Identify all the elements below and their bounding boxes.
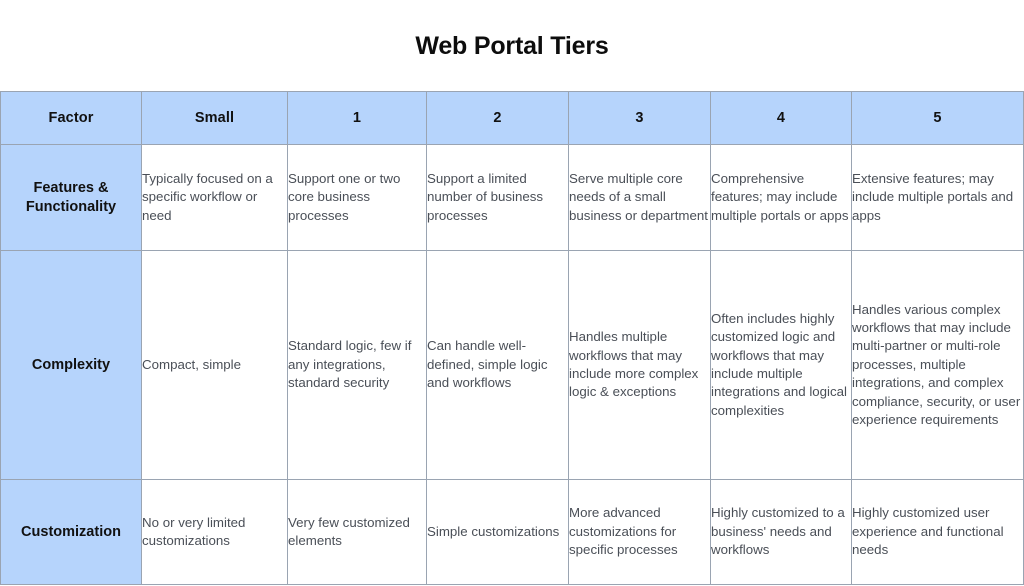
row-label-customization: Customization (0, 479, 142, 585)
web-portal-tiers-table: Factor Small 1 2 3 4 5 Features & Functi… (0, 91, 1024, 585)
cell-customization-2: Simple customizations (426, 479, 569, 585)
cell-complexity-4: Often includes highly customized logic a… (710, 250, 852, 480)
column-header-2: 2 (426, 91, 569, 145)
table-body: Features & Functionality Typically focus… (0, 144, 1024, 585)
row-label-features-functionality: Features & Functionality (0, 144, 142, 251)
cell-complexity-5: Handles various complex workflows that m… (851, 250, 1024, 480)
column-header-3: 3 (568, 91, 711, 145)
cell-complexity-2: Can handle well-defined, simple logic an… (426, 250, 569, 480)
cell-customization-1: Very few customized elements (287, 479, 427, 585)
tier-table-container: Factor Small 1 2 3 4 5 Features & Functi… (0, 91, 1024, 585)
cell-complexity-3: Handles multiple workflows that may incl… (568, 250, 711, 480)
cell-customization-4: Highly customized to a business' needs a… (710, 479, 852, 585)
row-label-complexity: Complexity (0, 250, 142, 480)
cell-customization-5: Highly customized user experience and fu… (851, 479, 1024, 585)
table-row: Features & Functionality Typically focus… (0, 144, 1024, 251)
cell-features-2: Support a limited number of business pro… (426, 144, 569, 251)
cell-customization-3: More advanced customizations for specifi… (568, 479, 711, 585)
column-header-5: 5 (851, 91, 1024, 145)
cell-features-small: Typically focused on a specific workflow… (141, 144, 288, 251)
table-row: Customization No or very limited customi… (0, 479, 1024, 585)
cell-features-4: Comprehensive features; may include mult… (710, 144, 852, 251)
cell-features-1: Support one or two core business process… (287, 144, 427, 251)
cell-complexity-small: Compact, simple (141, 250, 288, 480)
cell-features-3: Serve multiple core needs of a small bus… (568, 144, 711, 251)
table-header: Factor Small 1 2 3 4 5 (0, 91, 1024, 145)
table-row: Complexity Compact, simple Standard logi… (0, 250, 1024, 480)
cell-complexity-1: Standard logic, few if any integrations,… (287, 250, 427, 480)
page-title: Web Portal Tiers (415, 32, 609, 60)
column-header-small: Small (141, 91, 288, 145)
header-row: Factor Small 1 2 3 4 5 (0, 91, 1024, 145)
column-header-4: 4 (710, 91, 852, 145)
column-header-1: 1 (287, 91, 427, 145)
column-header-factor: Factor (0, 91, 142, 145)
cell-customization-small: No or very limited customizations (141, 479, 288, 585)
cell-features-5: Extensive features; may include multiple… (851, 144, 1024, 251)
